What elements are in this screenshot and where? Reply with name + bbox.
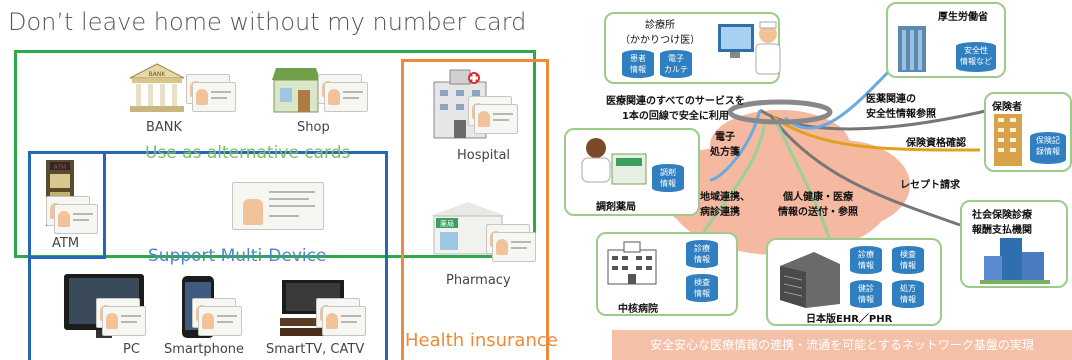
atm-label: ATM: [52, 236, 80, 251]
annotation-regional: 地域連携、 病診連携: [700, 192, 750, 218]
core-hospital-title: 中核病院: [618, 304, 658, 315]
alternative-cards-frame: [14, 50, 536, 258]
mhlw-title: 厚生労働省: [938, 12, 988, 23]
pc-label: PC: [123, 342, 140, 357]
smartphone-label: Smartphone: [164, 342, 245, 357]
ehr-db-clinical: 診療 情報: [850, 246, 882, 274]
core-hospital-db-clinical: 診療 情報: [686, 240, 718, 268]
mhlw-db: 安全性 情報など: [956, 42, 996, 72]
number-card-shop-2: [324, 82, 368, 112]
my-number-card: [232, 182, 324, 230]
annotation-receipt: レセプト請求: [900, 180, 960, 191]
number-card-pc-2: [102, 306, 146, 336]
ehr-db-checkup: 健診 情報: [850, 280, 882, 308]
clinic-db-patient: 患者 情報: [622, 50, 654, 78]
health-insurance-label: Health insurance: [405, 330, 558, 351]
shop-label: Shop: [297, 120, 330, 135]
ehr-datacenter-icon: [780, 252, 840, 308]
annotation-personal-health: 個人健康・医療 情報の送付・参照: [778, 192, 858, 218]
pharmacy-sign-text: 薬局: [440, 219, 454, 228]
mhlw-building-icon: [898, 26, 926, 72]
left-panel: Don’t leave home without my number card …: [8, 8, 558, 360]
number-card-atm-2: [54, 204, 98, 234]
number-card-hospital-2: [474, 104, 518, 134]
clinic-db-emr: 電子 カルテ: [660, 50, 692, 78]
hospital-label: Hospital: [457, 148, 511, 163]
panel-title: Don’t leave home without my number card: [8, 8, 527, 36]
core-hospital-icon: [607, 241, 657, 285]
clinic-title: 診療所 （かかりつけ医）: [620, 20, 701, 46]
number-card-tv-2: [322, 306, 366, 336]
pharmacy-title: 調剤薬局: [596, 202, 636, 213]
annotation-safety-ref: 医薬関連の 安全性情報参照: [866, 94, 936, 120]
smarttv-label: SmartTV, CATV: [266, 342, 365, 357]
smart-tv-icon: [280, 280, 346, 336]
doctor-computer-icon: [718, 21, 781, 75]
bank-sign-text: BANK: [149, 71, 167, 78]
shop-icon: [272, 68, 320, 113]
ehr-title: 日本版EHR／PHR: [806, 314, 893, 325]
insurer-db: 保険記 録情報: [1030, 132, 1066, 164]
right-panel: 診療所 （かかりつけ医） 患者 情報 電子 カルテ 厚生労働省 安全性 情報など…: [560, 0, 1072, 360]
multi-device-label: Support Multi-Device: [148, 246, 327, 266]
ehr-db-prescription: 処方 情報: [892, 280, 924, 308]
ehr-db-test: 検査 情報: [892, 246, 924, 274]
annotation-all-services: 医療関連のすべてのサービスを 1本の回線で安全に利用: [606, 96, 745, 122]
pharmacy-label: Pharmacy: [446, 273, 511, 288]
bank-icon: BANK: [129, 63, 185, 112]
alternative-cards-label: Use as alternative cards: [145, 143, 351, 163]
number-card-pharmacy-2: [492, 232, 536, 262]
health-insurance-frame: [401, 59, 549, 360]
atm-frame: [28, 151, 106, 259]
payment-org-title: 社会保険診療 報酬支払機関: [972, 210, 1032, 236]
annotation-insurance-check: 保険資格確認: [906, 138, 966, 149]
atm-sign-text: ATM: [54, 164, 66, 171]
summary-banner: 安全安心な医療情報の連携・流通を可能とするネットワーク基盤の実現: [612, 330, 1072, 360]
payment-building-icon: [980, 238, 1050, 284]
pharmacist-icon: [581, 138, 647, 185]
number-card-smartphone-2: [198, 306, 242, 336]
insurer-title: 保険者: [992, 102, 1022, 113]
pharmacy-db: 調剤 情報: [652, 164, 684, 192]
bank-label: BANK: [146, 120, 183, 135]
core-hospital-db-test: 検査 情報: [686, 274, 718, 302]
annotation-prescription: 電子 処方箋: [710, 132, 740, 158]
number-card-bank-2: [192, 82, 236, 112]
insurer-building-icon: [994, 114, 1022, 166]
